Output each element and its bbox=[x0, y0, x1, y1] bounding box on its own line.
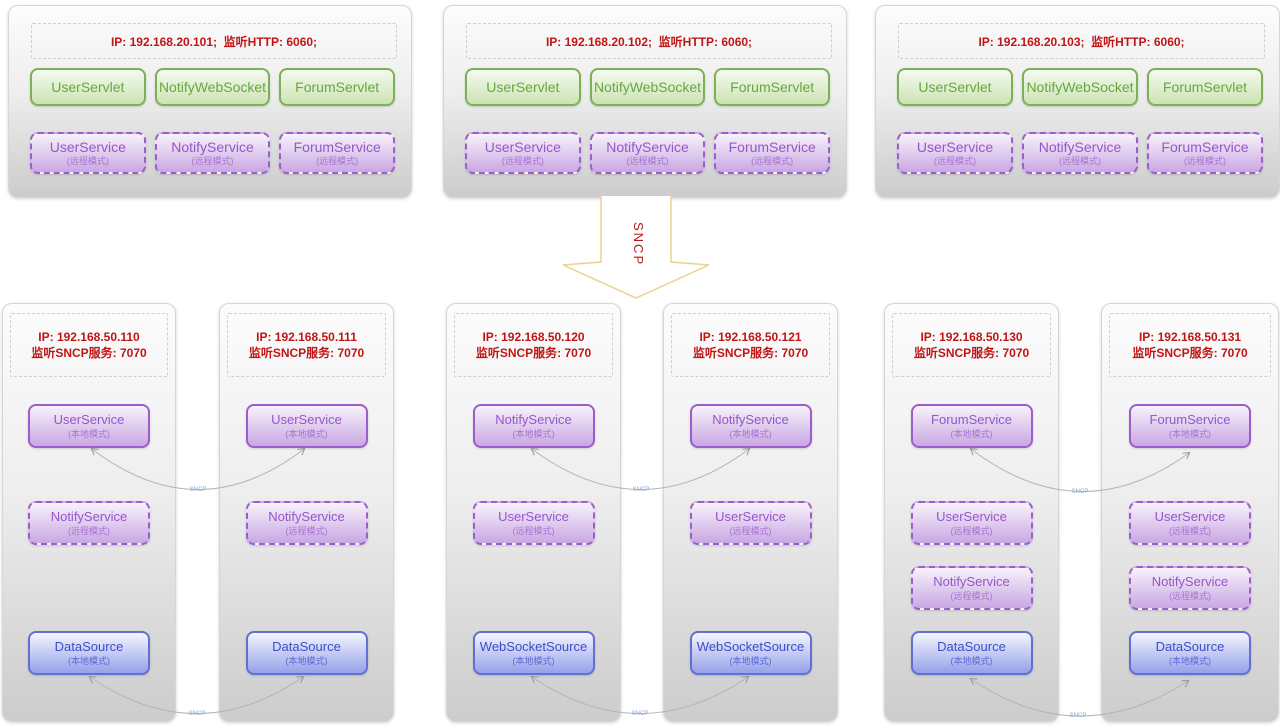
sncp-arrow-label: SNCP bbox=[631, 222, 646, 266]
service-card: NotifyService (远程模式) bbox=[245, 501, 368, 545]
server-header: IP: 192.168.50.130 监听SNCP服务: 7070 bbox=[892, 313, 1051, 377]
service-card: UserService (远程模式) bbox=[472, 501, 595, 545]
connector-label: SNCP bbox=[190, 487, 207, 493]
connector-label: SNCP bbox=[189, 711, 206, 717]
source-card: DataSource (本地模式) bbox=[28, 631, 150, 675]
server-ip: IP: 192.168.50.120 bbox=[482, 330, 585, 344]
servlet-card: UserServlet bbox=[465, 68, 581, 106]
servlet-row: UserServlet NotifyWebSocket ForumServlet bbox=[897, 68, 1263, 106]
service-card: NotifyService (远程模式) bbox=[1129, 566, 1251, 610]
service-card: UserService (远程模式) bbox=[689, 501, 812, 545]
servlet-row: UserServlet NotifyWebSocket ForumServlet bbox=[30, 68, 396, 106]
server-header: IP: 192.168.50.110 监听SNCP服务: 7070 bbox=[10, 313, 168, 377]
service-row: UserService (远程模式) NotifyService (远程模式) … bbox=[30, 132, 396, 174]
service-card: ForumService (远程模式) bbox=[1147, 132, 1263, 174]
server-listen: 监听SNCP服务: 7070 bbox=[475, 346, 592, 360]
connector-label: SNCP bbox=[1070, 713, 1087, 719]
service-card: NotifyService (远程模式) bbox=[154, 132, 271, 174]
source-card: DataSource (本地模式) bbox=[1129, 631, 1251, 675]
service-card: NotifyService (远程模式) bbox=[28, 501, 150, 545]
service-card: NotifyService (远程模式) bbox=[910, 566, 1033, 610]
server-header: IP: 192.168.20.101; 监听HTTP: 6060; bbox=[31, 23, 397, 59]
sncp-arrow-shape bbox=[562, 196, 710, 299]
source-card: WebSocketSource (本地模式) bbox=[689, 631, 812, 675]
server-header: IP: 192.168.50.121 监听SNCP服务: 7070 bbox=[671, 313, 830, 377]
source-card: DataSource (本地模式) bbox=[245, 631, 368, 675]
servlet-card: NotifyWebSocket bbox=[154, 68, 271, 106]
service-card: NotifyService (远程模式) bbox=[589, 132, 706, 174]
service-card: ForumService (本地模式) bbox=[1129, 404, 1251, 448]
http-server-101: IP: 192.168.20.101; 监听HTTP: 6060; UserSe… bbox=[8, 5, 412, 198]
service-card: UserService (远程模式) bbox=[897, 132, 1013, 174]
server-header: IP: 192.168.50.120 监听SNCP服务: 7070 bbox=[454, 313, 613, 377]
service-card: UserService (远程模式) bbox=[1129, 501, 1251, 545]
server-ip: IP: 192.168.50.131 bbox=[1138, 330, 1242, 344]
service-card: ForumService (本地模式) bbox=[910, 404, 1033, 448]
server-listen: 监听SNCP服务: 7070 bbox=[1132, 346, 1248, 360]
service-row: UserService (远程模式) NotifyService (远程模式) … bbox=[897, 132, 1263, 174]
servlet-row: UserServlet NotifyWebSocket ForumServlet bbox=[465, 68, 831, 106]
service-card: UserService (远程模式) bbox=[910, 501, 1033, 545]
server-ip: IP: 192.168.50.121 bbox=[699, 330, 802, 344]
sncp-server-121: IP: 192.168.50.121 监听SNCP服务: 7070 Notify… bbox=[663, 303, 838, 722]
servlet-card: UserServlet bbox=[30, 68, 146, 106]
sncp-arrow: SNCP bbox=[562, 196, 710, 299]
sncp-server-131: IP: 192.168.50.131 监听SNCP服务: 7070 ForumS… bbox=[1101, 303, 1279, 722]
sncp-server-130: IP: 192.168.50.130 监听SNCP服务: 7070 ForumS… bbox=[884, 303, 1059, 722]
http-server-103: IP: 192.168.20.103; 监听HTTP: 6060; UserSe… bbox=[875, 5, 1280, 198]
server-listen: 监听SNCP服务: 7070 bbox=[692, 346, 809, 360]
service-card: ForumService (远程模式) bbox=[279, 132, 396, 174]
sncp-server-111: IP: 192.168.50.111 监听SNCP服务: 7070 UserSe… bbox=[219, 303, 394, 722]
source-card: DataSource (本地模式) bbox=[910, 631, 1033, 675]
server-listen: 监听SNCP服务: 7070 bbox=[913, 346, 1030, 360]
server-listen: 监听SNCP服务: 7070 bbox=[248, 346, 365, 360]
service-row: UserService (远程模式) NotifyService (远程模式) … bbox=[465, 132, 831, 174]
source-card: WebSocketSource (本地模式) bbox=[472, 631, 595, 675]
connector-label: SNCP bbox=[633, 487, 650, 493]
connector-label: SNCP bbox=[1072, 489, 1089, 495]
servlet-card: UserServlet bbox=[897, 68, 1013, 106]
http-server-102: IP: 192.168.20.102; 监听HTTP: 6060; UserSe… bbox=[443, 5, 847, 198]
service-card: NotifyService (本地模式) bbox=[689, 404, 812, 448]
sncp-server-120: IP: 192.168.50.120 监听SNCP服务: 7070 Notify… bbox=[446, 303, 621, 722]
service-card: UserService (本地模式) bbox=[245, 404, 368, 448]
service-card: NotifyService (本地模式) bbox=[472, 404, 595, 448]
server-ip: IP: 192.168.50.130 bbox=[920, 330, 1023, 344]
server-ip: IP: 192.168.50.110 bbox=[38, 330, 140, 344]
server-listen: 监听SNCP服务: 7070 bbox=[31, 346, 147, 360]
server-header: IP: 192.168.20.103; 监听HTTP: 6060; bbox=[898, 23, 1265, 59]
server-header: IP: 192.168.50.131 监听SNCP服务: 7070 bbox=[1109, 313, 1271, 377]
sncp-server-110: IP: 192.168.50.110 监听SNCP服务: 7070 UserSe… bbox=[2, 303, 176, 722]
server-ip: IP: 192.168.50.111 bbox=[256, 330, 357, 344]
service-card: UserService (远程模式) bbox=[30, 132, 146, 174]
service-card: ForumService (远程模式) bbox=[714, 132, 831, 174]
servlet-card: NotifyWebSocket bbox=[1022, 68, 1138, 106]
connector-label: SNCP bbox=[632, 711, 649, 717]
servlet-card: NotifyWebSocket bbox=[589, 68, 706, 106]
server-header: IP: 192.168.50.111 监听SNCP服务: 7070 bbox=[227, 313, 386, 377]
service-card: UserService (远程模式) bbox=[465, 132, 581, 174]
server-header: IP: 192.168.20.102; 监听HTTP: 6060; bbox=[466, 23, 832, 59]
servlet-card: ForumServlet bbox=[1147, 68, 1263, 106]
servlet-card: ForumServlet bbox=[714, 68, 831, 106]
service-card: NotifyService (远程模式) bbox=[1022, 132, 1138, 174]
servlet-card: ForumServlet bbox=[279, 68, 396, 106]
service-card: UserService (本地模式) bbox=[28, 404, 150, 448]
